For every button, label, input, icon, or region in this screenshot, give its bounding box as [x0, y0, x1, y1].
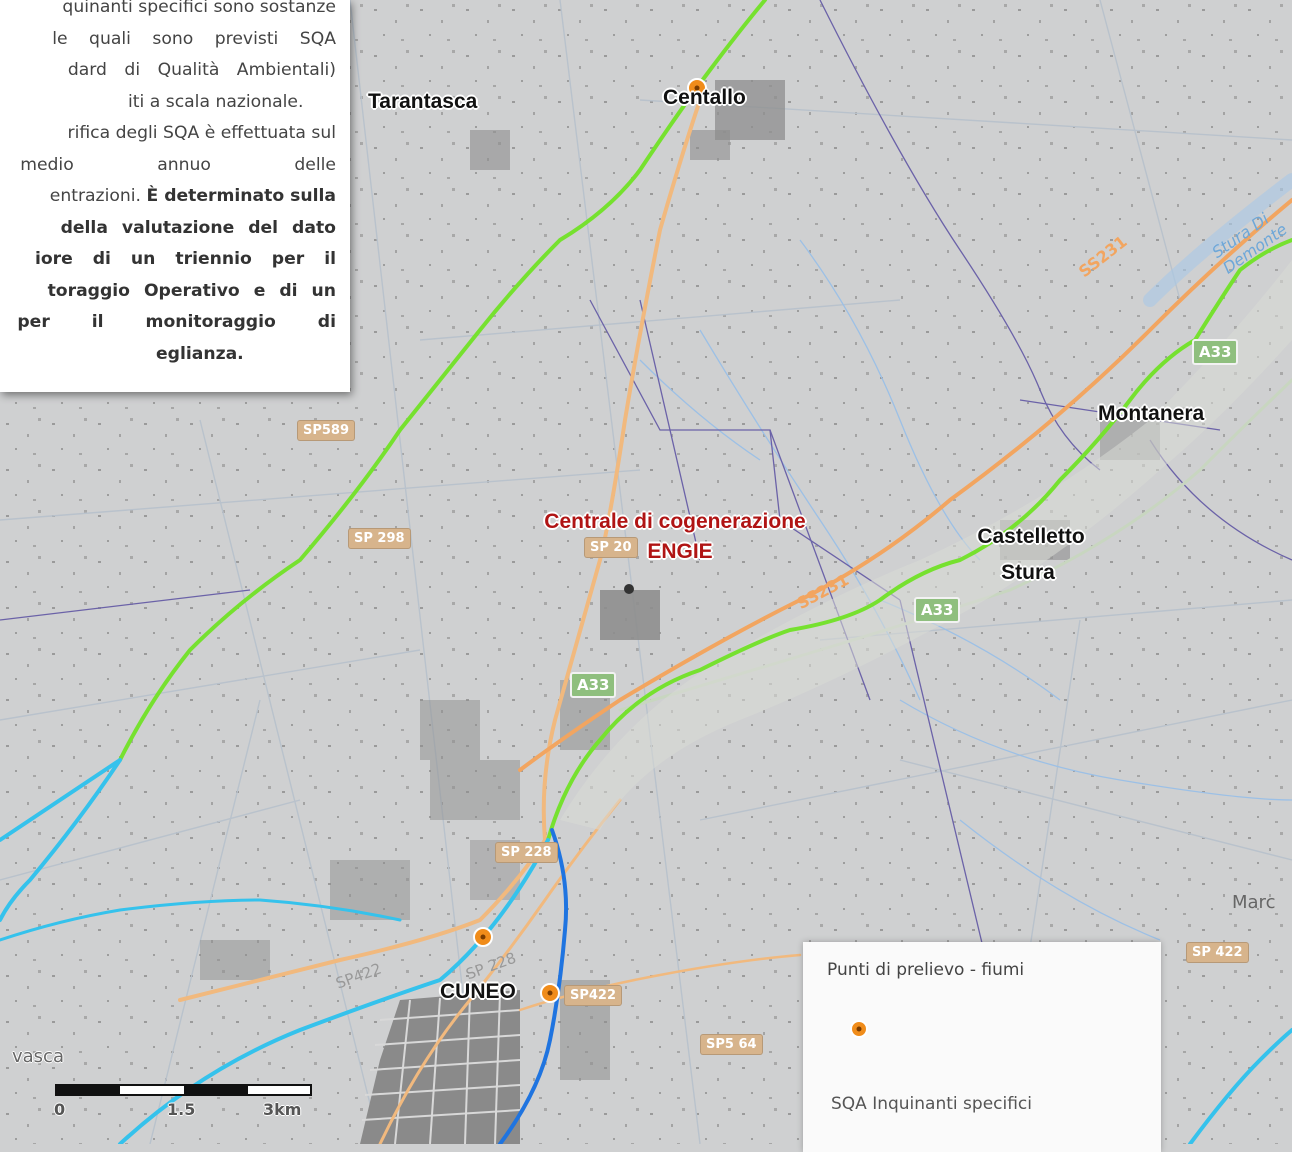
road-badge-sp564: SP5 64 — [700, 1034, 763, 1055]
legend-title: Punti di prelievo - fiumi — [827, 960, 1025, 980]
info-line-12: eglianza. — [156, 343, 244, 364]
place-label-tarantasca: Tarantasca — [368, 90, 478, 113]
place-label-marc: Marc — [1232, 892, 1276, 913]
map-legend: Punti di prelievo - fiumi SQA Inquinanti… — [803, 942, 1161, 1152]
info-line-6: e medio annuo delle — [0, 154, 336, 175]
info-line-7: entrazioni. È determinato sulla — [49, 186, 336, 206]
road-badge-sp422: SP422 — [564, 985, 623, 1006]
river-light-west — [0, 758, 122, 922]
river-light-south — [118, 838, 550, 1144]
stura-valley-corridor — [560, 260, 1292, 830]
road-badge-sp228: SP 228 — [495, 842, 558, 863]
river-stura-good-status — [546, 238, 1292, 842]
road-badge-sp422-east: SP 422 — [1186, 942, 1249, 963]
scale-bar — [55, 1084, 312, 1096]
info-line-4: iti a scala nazionale. — [128, 91, 304, 112]
sqa-info-panel: quinanti specifici sono sostanze le qual… — [0, 0, 350, 392]
road-badge-a33-center: A33 — [914, 597, 961, 623]
river-western-good-status — [118, 0, 767, 762]
place-label-castelletto-stura: Castelletto Stura — [956, 525, 1106, 585]
scale-label-0: 0 — [54, 1100, 66, 1119]
info-line-11: per il monitoraggio di — [17, 312, 336, 332]
sampling-points[interactable] — [473, 78, 707, 1003]
plant-label: Centrale di cogenerazione ENGIE — [495, 510, 855, 564]
place-label-montanera: Montanera — [1098, 402, 1205, 425]
road-badge-sp298: SP 298 — [348, 528, 411, 549]
info-line-9: iore di un triennio per il — [34, 249, 336, 269]
road-badge-a33-east: A33 — [1192, 339, 1239, 365]
info-line-2: le quali sono previsti SQA — [52, 28, 336, 49]
legend-subtitle: SQA Inquinanti specifici — [831, 1094, 1032, 1114]
sqa-info-text: quinanti specifici sono sostanze le qual… — [0, 0, 336, 370]
plant-location-marker[interactable] — [624, 584, 634, 594]
place-label-vasca: vasca — [12, 1046, 64, 1067]
river-light-west2 — [0, 898, 402, 942]
road-badge-sp20: SP 20 — [584, 537, 638, 558]
info-line-3: dard di Qualità Ambientali) — [67, 60, 336, 80]
river-light-east — [1188, 1028, 1292, 1144]
info-line-1: quinanti specifici sono sostanze — [62, 0, 336, 17]
plant-label-line1: Centrale di cogenerazione — [544, 510, 806, 533]
river-gesso-blue — [498, 828, 569, 1144]
scale-label-1-5: 1.5 — [167, 1100, 196, 1119]
place-label-stura: Stura — [1001, 561, 1055, 584]
road-badge-sp589: SP589 — [297, 420, 356, 441]
info-line-8: della valutazione del dato — [60, 217, 336, 238]
plant-label-line2: ENGIE — [647, 540, 713, 563]
place-label-cuneo: CUNEO — [440, 980, 516, 1003]
place-label-castelletto: Castelletto — [977, 525, 1085, 548]
info-line-10: toraggio Operativo e di un — [47, 280, 336, 301]
legend-sampling-point-icon — [850, 1020, 868, 1038]
stura-river-bed — [1143, 173, 1292, 307]
place-label-centallo: Centallo — [663, 86, 746, 109]
scale-label-3km: 3km — [263, 1100, 302, 1119]
info-line-5: rifica degli SQA è effettuata sul — [67, 123, 336, 143]
road-badge-a33-west: A33 — [570, 672, 617, 698]
